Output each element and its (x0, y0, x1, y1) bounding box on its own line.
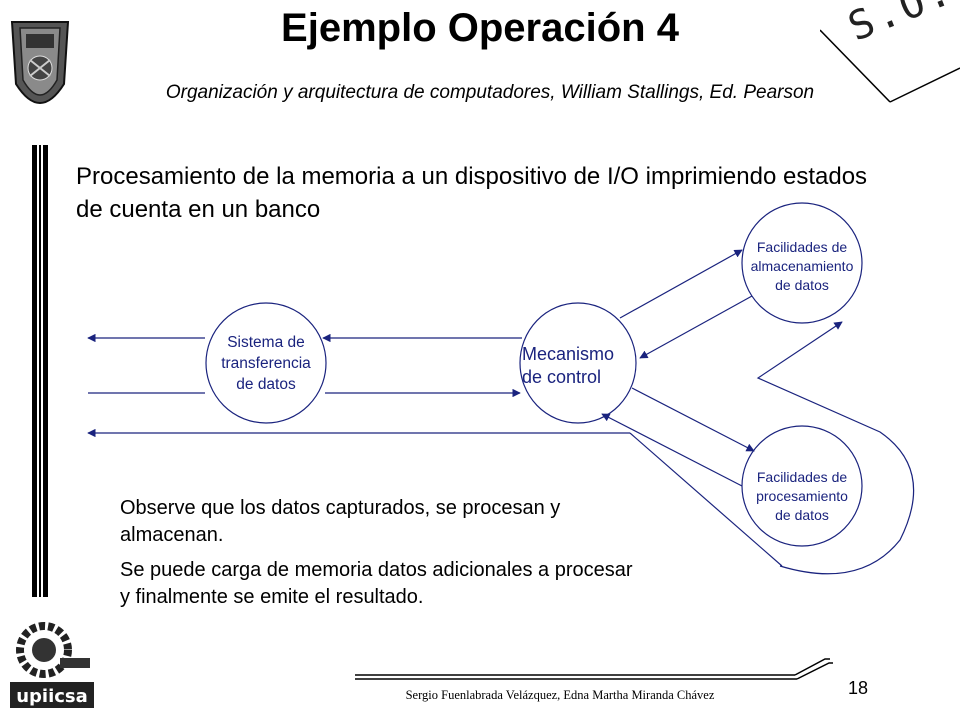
control-node (519, 302, 637, 424)
transfer-label-line2: transferencia (221, 355, 311, 372)
arrow-control-to-processing (631, 387, 755, 452)
observation-1: Observe que los datos capturados, se pro… (120, 497, 561, 546)
transfer-node-label: Sistema de transferencia de datos (196, 332, 336, 395)
arrow-processing-to-control (601, 413, 743, 487)
arrow-storage-to-control (639, 295, 753, 359)
slide-title: Ejemplo Operación 4 (281, 6, 679, 50)
transfer-label-line3: de datos (236, 376, 296, 393)
processing-label-line3: de datos (775, 507, 829, 523)
control-label-line2: de control (522, 367, 602, 387)
storage-label-line2: almacenamiento (750, 258, 854, 274)
corner-frame (820, 29, 960, 103)
intro-text: Procesamiento de la memoria a un disposi… (76, 163, 868, 223)
processing-node-label: Facilidades de procesamiento de datos (732, 468, 872, 525)
storage-node (741, 202, 863, 324)
storage-node-label: Facilidades de almacenamiento de datos (732, 238, 872, 295)
arrow-processing-to-storage-loop (756, 321, 915, 575)
control-node-label: Mecanismo de control (522, 343, 642, 389)
transfer-node (205, 302, 327, 424)
svg-text:upiicsa: upiicsa (16, 686, 88, 707)
observation-2: Se puede carga de memoria datos adiciona… (120, 559, 633, 608)
processing-label-line2: procesamiento (756, 488, 848, 504)
slide-subtitle: Organización y arquitectura de computado… (165, 82, 815, 103)
footer-rule (355, 658, 833, 680)
processing-label-line1: Facilidades de (756, 469, 848, 485)
storage-label-line3: de datos (775, 277, 829, 293)
transfer-label-line1: Sistema de (227, 334, 305, 351)
left-border-bars (32, 145, 48, 597)
observations: Observe que los datos capturados, se pro… (120, 495, 640, 619)
footer-author: Sergio Fuenlabrada Velázquez, Edna Marth… (405, 688, 715, 702)
page-number: 18 (848, 678, 869, 698)
storage-label-line1: Facilidades de (756, 239, 848, 255)
upiicsa-logo: upiicsa (10, 622, 94, 708)
arrow-control-to-storage (619, 249, 743, 319)
control-label-line1: Mecanismo (522, 344, 615, 364)
line-loop-to-output (629, 432, 783, 567)
ipn-logo (10, 21, 70, 104)
